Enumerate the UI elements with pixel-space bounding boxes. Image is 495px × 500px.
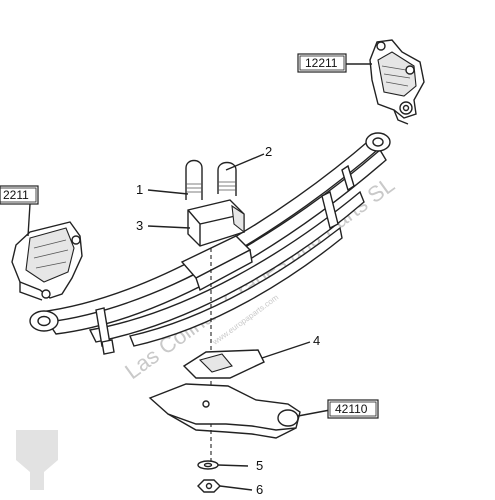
axle-plate — [182, 349, 265, 379]
ref-box-axle: 42110 — [327, 399, 379, 419]
axle-beam — [148, 383, 301, 439]
callout-3: 3 — [136, 218, 143, 233]
washer — [197, 460, 219, 470]
spacer-block — [187, 199, 245, 247]
u-bolts — [185, 159, 237, 200]
ref-label-axle: 42110 — [335, 402, 368, 416]
callout-1: 1 — [136, 182, 143, 197]
ref-box-rear-hanger: 12211 — [297, 53, 347, 73]
callout-4: 4 — [313, 333, 320, 348]
ref-box-front-hanger: 2211 — [0, 185, 39, 205]
leader-lines — [27, 63, 372, 491]
ref-label-rear-hanger: 12211 — [305, 56, 338, 70]
rear-spring-hanger — [369, 39, 425, 125]
watermark-logo — [16, 430, 58, 490]
ref-label-front-hanger: 2211 — [3, 188, 29, 202]
callout-5: 5 — [256, 458, 263, 473]
nut — [197, 479, 221, 493]
callout-6: 6 — [256, 482, 263, 497]
callout-2: 2 — [265, 144, 272, 159]
front-spring-hanger — [11, 221, 83, 301]
leaf-spring — [29, 132, 391, 355]
